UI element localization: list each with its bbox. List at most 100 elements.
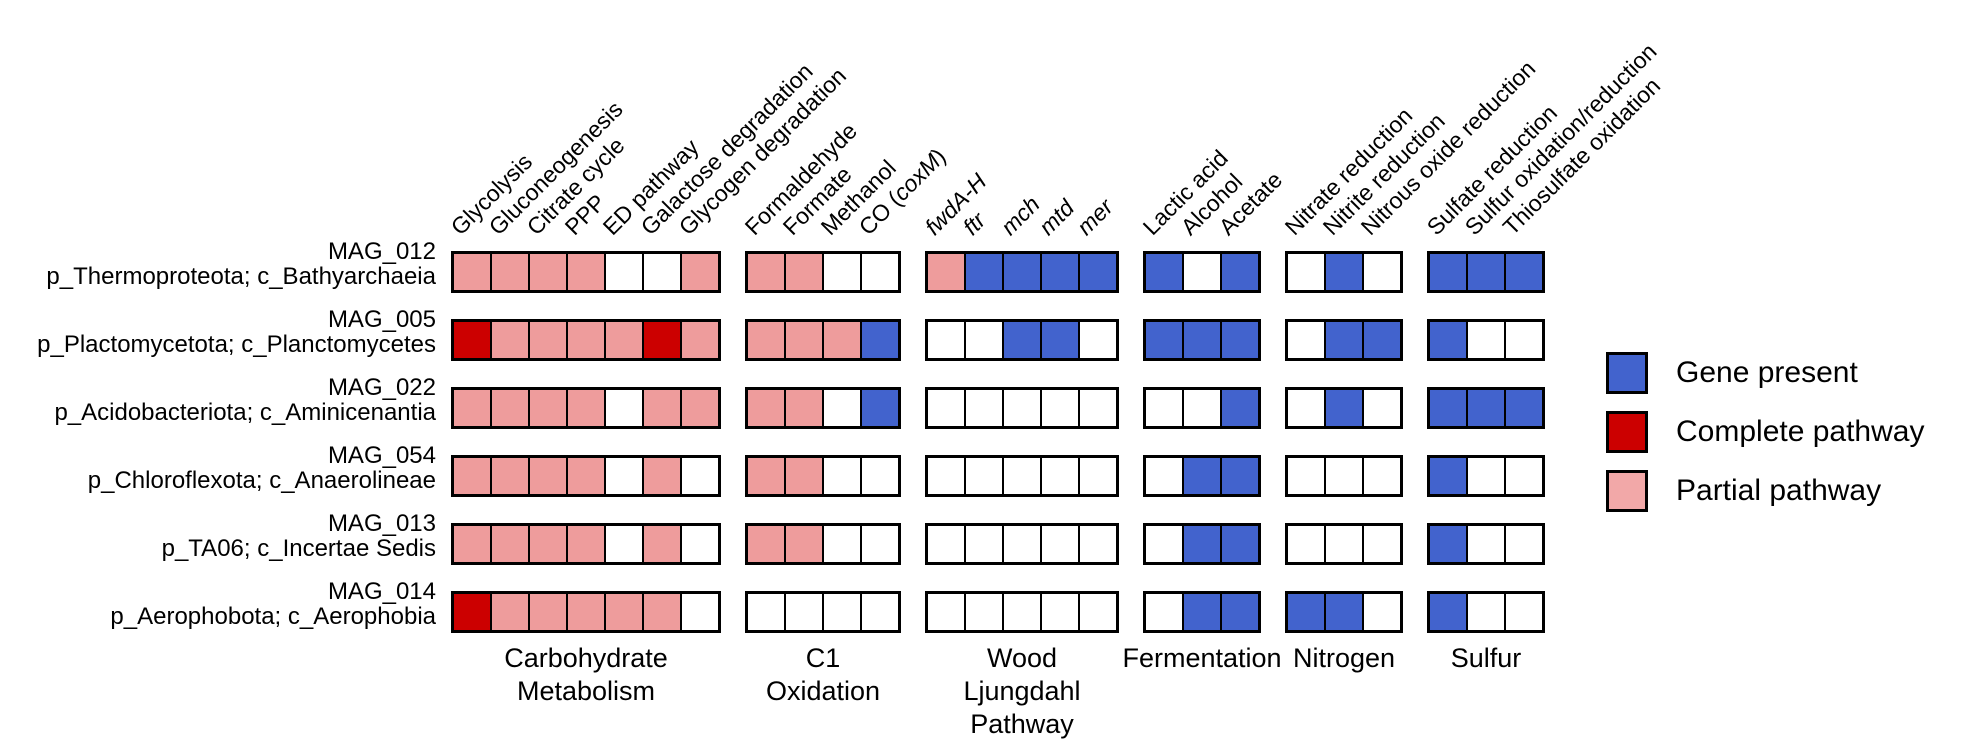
cell-group <box>925 455 1119 497</box>
group-label: Sulfur <box>1451 642 1522 675</box>
column-header: mtd <box>1033 194 1080 240</box>
matrix-cell <box>1466 524 1506 564</box>
matrix-cell <box>680 592 720 632</box>
matrix-cell <box>822 320 862 360</box>
cell-group <box>1427 455 1545 497</box>
matrix-cell <box>566 252 606 292</box>
matrix-cell <box>1466 592 1506 632</box>
cell-group <box>745 251 901 293</box>
matrix-cell <box>1220 252 1260 292</box>
cell-group <box>1143 387 1261 429</box>
matrix-cell <box>528 456 568 496</box>
matrix-cell <box>1144 456 1184 496</box>
matrix-cell <box>604 592 644 632</box>
cell-group <box>1285 387 1403 429</box>
matrix-cell <box>784 388 824 428</box>
cell-group <box>1143 591 1261 633</box>
taxonomy-label: p_Aerophobota; c_Aerophobia <box>110 603 436 630</box>
mag-id: MAG_014 <box>327 578 436 605</box>
matrix-cell <box>1286 252 1326 292</box>
matrix-cell <box>680 456 720 496</box>
cell-group <box>745 523 901 565</box>
matrix-cell <box>784 252 824 292</box>
legend-swatch <box>1606 352 1648 394</box>
matrix-cell <box>746 592 786 632</box>
cell-group <box>451 455 721 497</box>
legend-label: Partial pathway <box>1676 474 1882 507</box>
matrix-cell <box>1286 524 1326 564</box>
matrix-cell <box>746 252 786 292</box>
cell-group <box>925 319 1119 361</box>
matrix-cell <box>822 252 862 292</box>
matrix-cell <box>860 592 900 632</box>
matrix-cell <box>860 252 900 292</box>
matrix-cell <box>604 252 644 292</box>
matrix-cell <box>1362 524 1402 564</box>
matrix-cell <box>566 388 606 428</box>
matrix-cell <box>1362 252 1402 292</box>
cell-group <box>1143 251 1261 293</box>
matrix-cell <box>1220 388 1260 428</box>
group-label-line: Ljungdahl <box>963 676 1081 706</box>
matrix-cell <box>642 524 682 564</box>
matrix-cell <box>1040 456 1080 496</box>
matrix-cell <box>1182 388 1222 428</box>
matrix-cell <box>1286 388 1326 428</box>
group-label: Fermentation <box>1122 642 1281 675</box>
matrix-cell <box>926 388 966 428</box>
matrix-cell <box>1040 388 1080 428</box>
matrix-cell <box>1504 388 1544 428</box>
matrix-cell <box>1286 592 1326 632</box>
matrix-cell <box>1324 592 1364 632</box>
matrix-cell <box>746 456 786 496</box>
matrix-cell <box>1144 524 1184 564</box>
column-header: mch <box>995 190 1045 240</box>
matrix-cell <box>860 524 900 564</box>
cell-group <box>1427 387 1545 429</box>
cell-group <box>1427 251 1545 293</box>
matrix-cell <box>1002 592 1042 632</box>
matrix-cell <box>1428 320 1468 360</box>
cell-group <box>1285 251 1403 293</box>
matrix-cell <box>680 320 720 360</box>
cell-group <box>451 591 721 633</box>
matrix-cell <box>452 456 492 496</box>
matrix-cell <box>528 320 568 360</box>
mag-id: MAG_013 <box>327 510 436 537</box>
cell-group <box>925 523 1119 565</box>
matrix-cell <box>1078 252 1118 292</box>
matrix-cell <box>1286 320 1326 360</box>
matrix-cell <box>1002 252 1042 292</box>
matrix-cell <box>926 252 966 292</box>
matrix-cell <box>490 252 530 292</box>
mag-id: MAG_054 <box>327 442 436 469</box>
cell-group <box>451 319 721 361</box>
matrix-cell <box>1504 524 1544 564</box>
matrix-cell <box>1324 252 1364 292</box>
matrix-cell <box>566 524 606 564</box>
matrix-cell <box>642 592 682 632</box>
matrix-cell <box>1182 524 1222 564</box>
group-label-line: Sulfur <box>1450 643 1522 673</box>
matrix-cell <box>1220 320 1260 360</box>
matrix-cell <box>528 592 568 632</box>
matrix-cell <box>566 456 606 496</box>
group-label-line: Oxidation <box>765 676 881 706</box>
group-label-line: C1 <box>805 643 841 673</box>
legend-label: Gene present <box>1676 356 1858 389</box>
matrix-cell <box>490 320 530 360</box>
matrix-cell <box>1002 388 1042 428</box>
matrix-cell <box>926 320 966 360</box>
matrix-cell <box>822 456 862 496</box>
matrix-cell <box>1362 456 1402 496</box>
matrix-cell <box>1220 524 1260 564</box>
matrix-cell <box>784 320 824 360</box>
matrix-cell <box>1220 592 1260 632</box>
matrix-cell <box>926 524 966 564</box>
